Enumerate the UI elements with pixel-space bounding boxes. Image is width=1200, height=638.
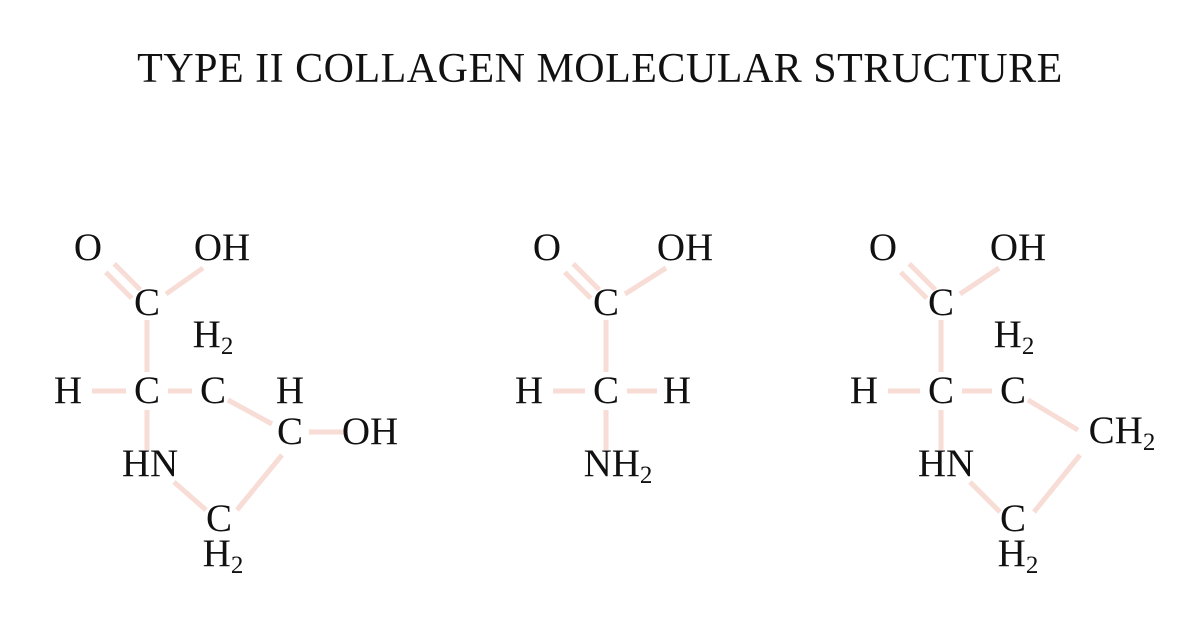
- bond-glycine-1-single: [623, 265, 668, 297]
- bond-proline-0-a: [898, 270, 929, 301]
- atom-label-m1-c5: C: [206, 497, 232, 540]
- molecule-hydroxyproline-bonds: [92, 261, 344, 512]
- bond-glycine-0-a: [562, 270, 593, 301]
- bonds-layer: [92, 261, 1082, 514]
- atom-label-m2-c1: C: [593, 281, 619, 324]
- atom-label-m1-c3: C: [200, 369, 226, 412]
- atom-label-m1-c1: C: [134, 281, 160, 324]
- atom-label-m1-oh: OH: [194, 226, 250, 269]
- atom-label-m3-ch2: CH2: [1089, 409, 1156, 456]
- atom-label-m2-oh: OH: [657, 226, 713, 269]
- atom-label-m3-o: O: [869, 226, 897, 269]
- bond-hydroxyproline-1-single: [164, 265, 205, 297]
- bond-hydroxyproline-9-single: [235, 453, 284, 512]
- atom-label-m3-c2: C: [928, 369, 954, 412]
- atom-subscript-m3-h2a: 2: [1022, 333, 1035, 360]
- atom-label-m3-oh: OH: [990, 226, 1046, 269]
- atom-label-m1-h2a: H2: [193, 313, 234, 360]
- atom-label-m1-h2b: H2: [203, 532, 244, 579]
- bond-hydroxyproline-6-single: [226, 397, 274, 427]
- atom-label-m3-hl: H: [850, 369, 878, 412]
- atom-label-m3-hn: HN: [918, 442, 974, 485]
- atom-label-m1-hn: HN: [122, 442, 178, 485]
- atom-subscript-m1-h2a: 2: [221, 333, 234, 360]
- bond-proline-0-b: [907, 261, 938, 292]
- atom-label-m1-c4: C: [277, 410, 303, 453]
- bond-proline-6-single: [1026, 397, 1080, 433]
- atom-label-m1-o: O: [74, 226, 102, 269]
- atom-label-m2-hl: H: [515, 369, 543, 412]
- bond-proline-7-single: [1032, 453, 1082, 514]
- atom-label-m2-c2: C: [593, 369, 619, 412]
- molecule-proline-bonds: [888, 261, 1082, 514]
- bond-proline-1-single: [958, 265, 1001, 297]
- bond-hydroxyproline-8-single: [172, 480, 208, 512]
- atom-label-m3-h2a: H2: [994, 313, 1035, 360]
- bond-hydroxyproline-0-a: [103, 270, 134, 301]
- atom-label-m2-o: O: [533, 226, 561, 269]
- atom-subscript-m3-ch2: 2: [1143, 429, 1156, 456]
- molecule-glycine-bonds: [553, 261, 668, 450]
- atom-subscript-m2-nh2: 2: [640, 462, 653, 489]
- atom-label-m1-hl: H: [54, 369, 82, 412]
- atom-label-m2-hr: H: [663, 369, 691, 412]
- atom-label-m3-h2b: H2: [998, 532, 1039, 579]
- atom-label-m1-oh2: OH: [342, 410, 398, 453]
- bond-glycine-0-b: [571, 261, 602, 292]
- bond-hydroxyproline-0-b: [112, 261, 143, 292]
- atom-subscript-m3-h2b: 2: [1026, 552, 1039, 579]
- atom-label-m1-c2: C: [134, 369, 160, 412]
- atom-label-m3-c4: C: [1000, 497, 1026, 540]
- page-title: TYPE II COLLAGEN MOLECULAR STRUCTURE: [137, 46, 1063, 92]
- atom-label-m2-nh2: NH2: [584, 442, 653, 489]
- atom-label-m3-c3: C: [1000, 369, 1026, 412]
- atom-subscript-m1-h2b: 2: [231, 552, 244, 579]
- bond-proline-8-single: [968, 480, 1002, 514]
- atom-label-m3-c1: C: [928, 281, 954, 324]
- atom-label-m1-hr: H: [276, 369, 304, 412]
